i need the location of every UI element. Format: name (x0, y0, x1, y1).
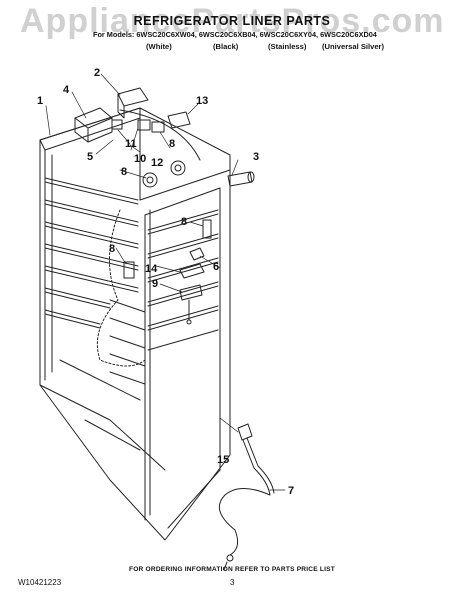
back-wall-rails (109, 299, 146, 385)
callout-6: 6 (213, 261, 219, 273)
side-parts (123, 171, 255, 325)
callout-5: 5 (87, 151, 93, 163)
callout-15: 15 (217, 454, 229, 466)
callout-10: 10 (134, 153, 146, 165)
ordering-note: FOR ORDERING INFORMATION REFER TO PARTS … (129, 566, 335, 573)
callout-7: 7 (288, 485, 294, 497)
model-list: For Models: 6WSC20C6XW04, 6WSC20C6XB04, … (93, 30, 377, 39)
callout-9: 9 (152, 278, 158, 290)
callout-12: 12 (151, 157, 163, 169)
callout-1: 1 (37, 95, 43, 107)
page-number: 3 (230, 578, 235, 587)
left-wall-rails (44, 177, 139, 329)
liner-body (39, 107, 231, 541)
back-wall-opening (96, 209, 146, 367)
callout-11: 11 (125, 138, 137, 150)
top-parts (74, 87, 191, 188)
variant-white: (White) (146, 42, 172, 51)
page-title: REFRIGERATOR LINER PARTS (133, 14, 331, 28)
leader-lines (45, 73, 286, 491)
callout-8-back-wall: 8 (109, 243, 115, 255)
callout-14: 14 (145, 263, 158, 275)
callout-8-top-left: 8 (121, 166, 127, 178)
variant-labels: (White) (Black) (Stainless) (Universal S… (0, 42, 464, 54)
callout-4: 4 (63, 84, 70, 96)
variant-stainless: (Stainless) (268, 42, 307, 51)
right-wall-rails (147, 209, 219, 351)
callout-3: 3 (253, 151, 259, 163)
callout-13: 13 (196, 95, 208, 107)
water-tube (218, 423, 275, 571)
callout-8-right-wall: 8 (181, 216, 187, 228)
variant-universal-silver: (Universal Silver) (322, 42, 385, 51)
callout-2: 2 (94, 67, 100, 79)
variant-black: (Black) (213, 42, 239, 51)
callout-8-top-right: 8 (169, 138, 175, 150)
watermark-text: AppliancePartsPros.com (20, 2, 445, 40)
document-number: W10421223 (18, 578, 62, 587)
